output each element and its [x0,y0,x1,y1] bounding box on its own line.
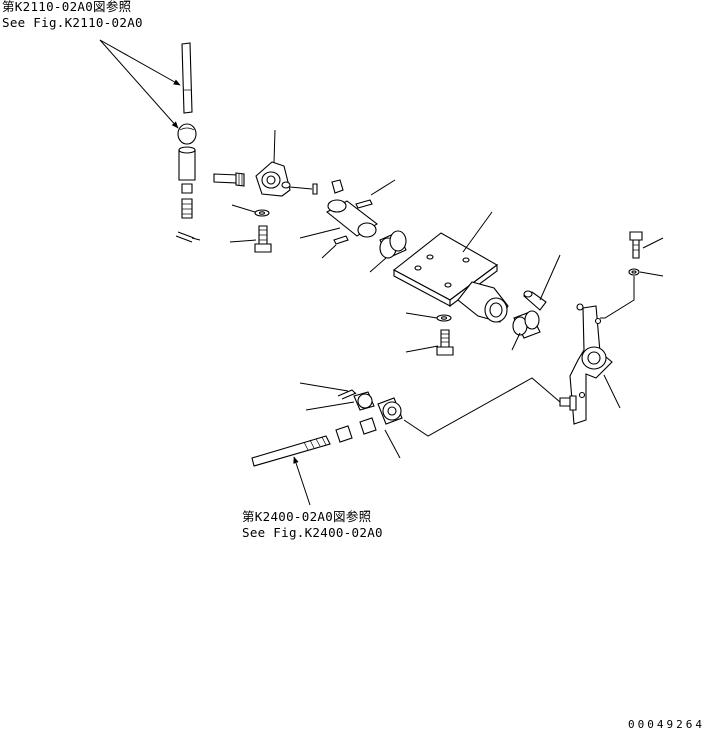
bolt-right [629,231,664,259]
reference-label-k2400: 第K2400-02A0図参照 See Fig.K2400-02A0 [242,509,383,541]
washer-left [231,204,270,217]
lock-nut-lower [335,425,353,443]
pivot-pin [213,172,245,187]
small-nut [331,179,344,194]
lower-control-rod [251,435,331,467]
clamp-bracket [255,129,313,197]
rod-end-clevis [377,397,403,459]
key-upper [355,179,396,209]
jam-nut [359,417,377,435]
reference-label-k2110-jp: 第K2110-02A0図参照 [2,0,132,14]
reference-label-k2110-en: See Fig.K2110-02A0 [2,15,143,30]
bearing-housing [457,281,509,323]
bolt-middle [405,329,454,356]
ball-joint [177,123,197,145]
small-pin [312,183,318,195]
reference-label-k2110: 第K2110-02A0図参照 See Fig.K2110-02A0 [2,0,143,31]
cotter-pin-upper [175,231,201,243]
upper-control-rod [181,42,193,114]
cotter-pin-lower [299,382,357,400]
washer-middle [405,312,452,322]
reference-arrow-k2400 [293,456,311,506]
reference-label-k2400-en: See Fig.K2400-02A0 [242,525,383,540]
bushing-right [511,310,541,351]
bolt-left [229,225,272,253]
rod-end-sleeve [178,146,196,181]
lever-stud [559,395,577,411]
castle-nut [305,391,375,411]
washer-right [628,268,664,277]
cross-shaft [299,199,378,239]
grease-fitting [523,254,561,311]
leader-rodend-to-lever [403,377,561,437]
reference-arrows-k2110 [99,39,181,129]
lever-arm [569,303,621,425]
key-lower [321,235,349,259]
document-number: 00049264 [628,718,705,731]
threaded-stud-upper [181,198,193,219]
lock-nut-upper [181,183,193,194]
leader-bolt-to-lever [600,276,635,319]
bushing [369,230,407,273]
reference-label-k2400-jp: 第K2400-02A0図参照 [242,509,372,524]
